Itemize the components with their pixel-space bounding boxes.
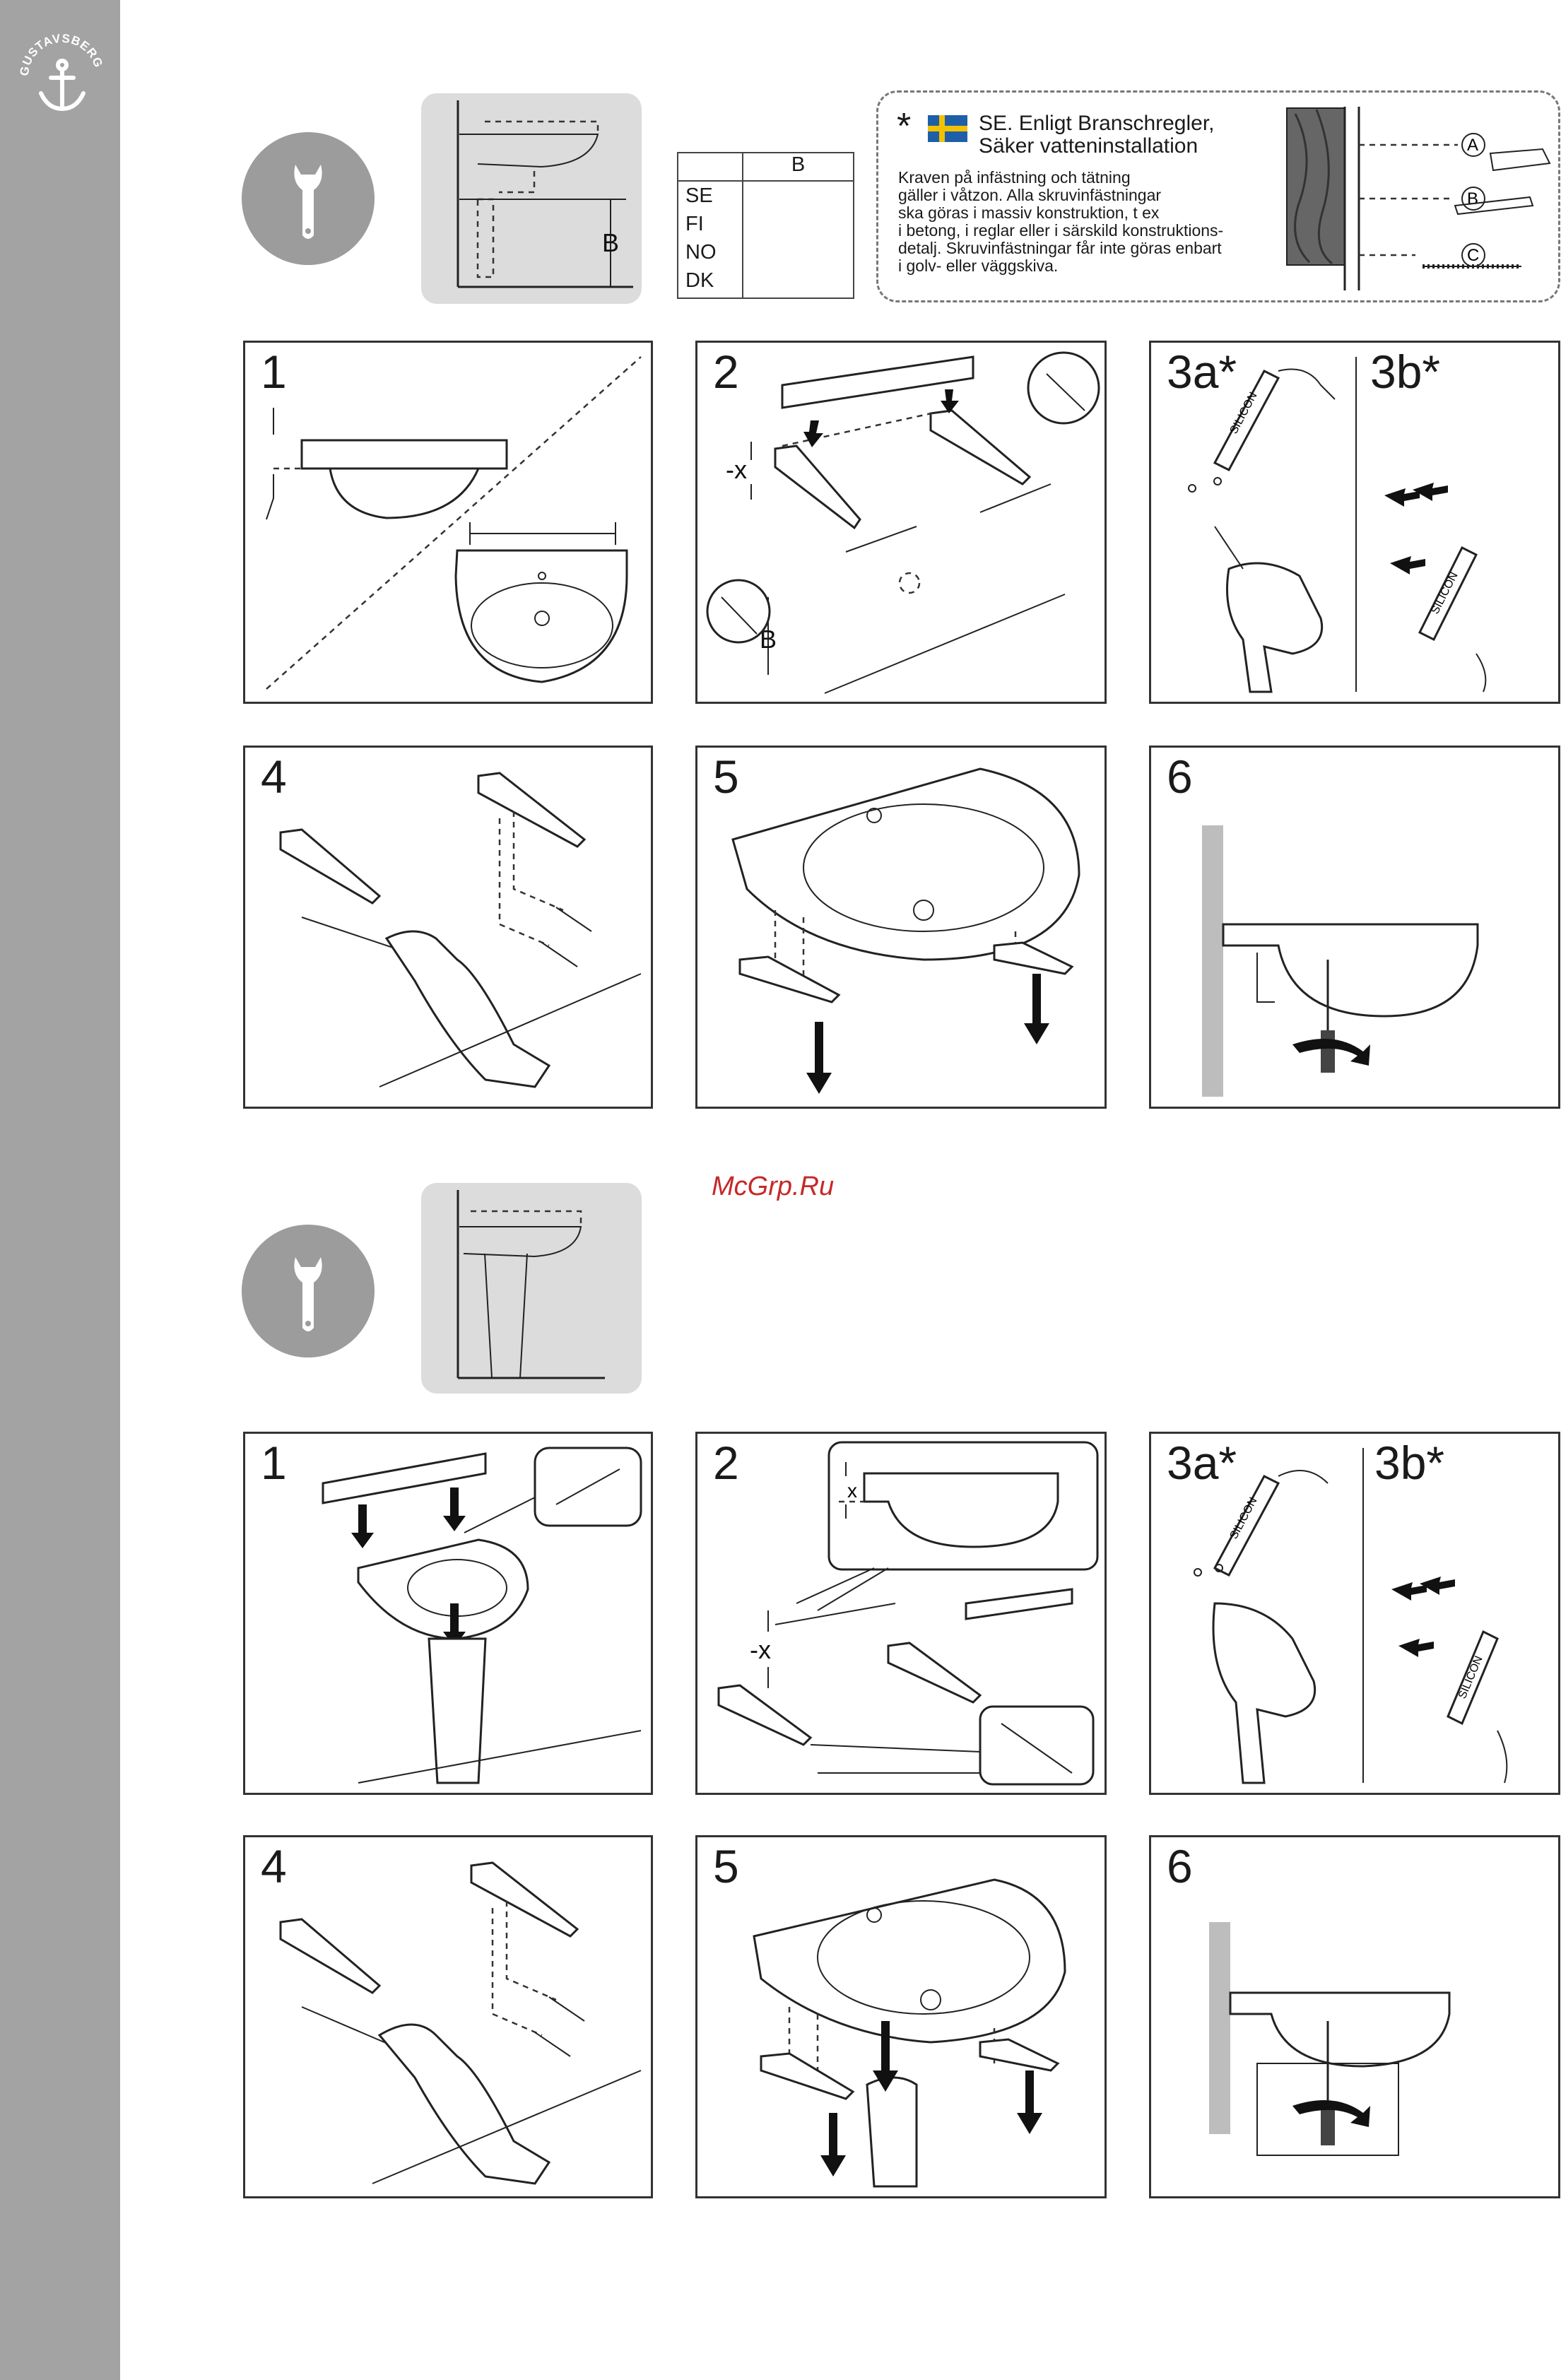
height-table: B SE FI NO DK <box>677 152 854 299</box>
s1-step-5: 5 <box>713 750 739 803</box>
table-header-b: B <box>742 152 854 182</box>
s2-step-6: 6 <box>1167 1840 1193 1892</box>
regulations-info-box: * SE. Enligt Branschregler, Säker vatten… <box>876 90 1560 302</box>
s2-minus-x: -x <box>750 1635 771 1664</box>
s2-x-label: x <box>847 1480 857 1502</box>
info-line: i golv- eller väggskiva. <box>898 257 1059 275</box>
marker-a: A <box>1467 136 1478 155</box>
s1-panel-3: 3a* 3b* SILICON SILICON <box>1149 341 1560 704</box>
s2-panel-2: 2 x -x <box>695 1432 1107 1795</box>
s1-step-3b: 3b* <box>1370 346 1441 398</box>
info-body: Kraven på infästning och tätning gäller … <box>898 169 1294 275</box>
pedestal-thumbnail <box>421 1183 642 1394</box>
marker-b: B <box>1467 189 1478 208</box>
s2-step-2: 2 <box>713 1437 739 1489</box>
table-country: NO <box>685 241 717 264</box>
info-line: gäller i våtzon. Alla skruvinfästningar <box>898 186 1162 204</box>
s2-panel-1: 1 <box>243 1432 653 1795</box>
swedish-flag-icon <box>928 115 967 142</box>
s2-panel-6: 6 <box>1149 1835 1560 2198</box>
s2-panel-3: 3a* 3b* SILICON SILICON <box>1149 1432 1560 1795</box>
wrench-icon <box>294 165 322 239</box>
wrench-tool-circle-2 <box>242 1225 375 1357</box>
s1-panel-4: 4 <box>243 746 653 1109</box>
wrench-icon <box>294 1257 322 1331</box>
s1-panel-6: 6 <box>1149 746 1560 1109</box>
wrench-tool-circle <box>242 132 375 265</box>
s1-step-2: 2 <box>713 346 739 398</box>
wall-mount-thumbnail: B <box>421 93 642 304</box>
s2-step-5: 5 <box>713 1840 739 1892</box>
info-heading-1: SE. Enligt Branschregler, <box>979 112 1215 135</box>
s2-step-3b: 3b* <box>1374 1437 1445 1489</box>
info-heading-2: Säker vatteninstallation <box>979 134 1198 158</box>
s2-step-1: 1 <box>261 1437 287 1489</box>
s2-panel-5: 5 <box>695 1835 1107 2198</box>
thumb-b-label: B <box>602 228 619 257</box>
s1-step-3a: 3a* <box>1167 346 1237 398</box>
marker-c: C <box>1467 246 1479 265</box>
s2-step-4: 4 <box>261 1840 287 1892</box>
table-country: SE <box>685 184 713 207</box>
gustavsberg-logo: GUSTAVSBERG <box>18 32 105 112</box>
s2-panel-4: 4 <box>243 1835 653 2198</box>
table-country: DK <box>685 269 714 292</box>
info-line: i betong, i reglar eller i särskild kons… <box>898 221 1224 240</box>
s1-minus-x: -x <box>726 455 747 484</box>
sidebar: GUSTAVSBERG <box>0 0 120 2380</box>
s1-panel-2: 2 -x B <box>695 341 1107 704</box>
s2-step-3a: 3a* <box>1167 1437 1237 1489</box>
watermark: McGrp.Ru <box>712 1172 835 1201</box>
s1-step-1: 1 <box>261 346 287 398</box>
info-star: * <box>897 106 912 147</box>
info-line: Kraven på infästning och tätning <box>898 168 1131 187</box>
fastening-illustration: A B C <box>1286 107 1551 290</box>
s1-step-6: 6 <box>1167 750 1193 803</box>
table-country: FI <box>685 213 704 235</box>
s1-step-4: 4 <box>261 750 287 803</box>
info-line: detalj. Skruvinfästningar får inte göras… <box>898 239 1222 257</box>
s1-panel-5: 5 <box>695 746 1107 1109</box>
s1-panel-1: 1 <box>243 341 653 704</box>
info-line: ska göras i massiv konstruktion, t ex <box>898 204 1160 222</box>
